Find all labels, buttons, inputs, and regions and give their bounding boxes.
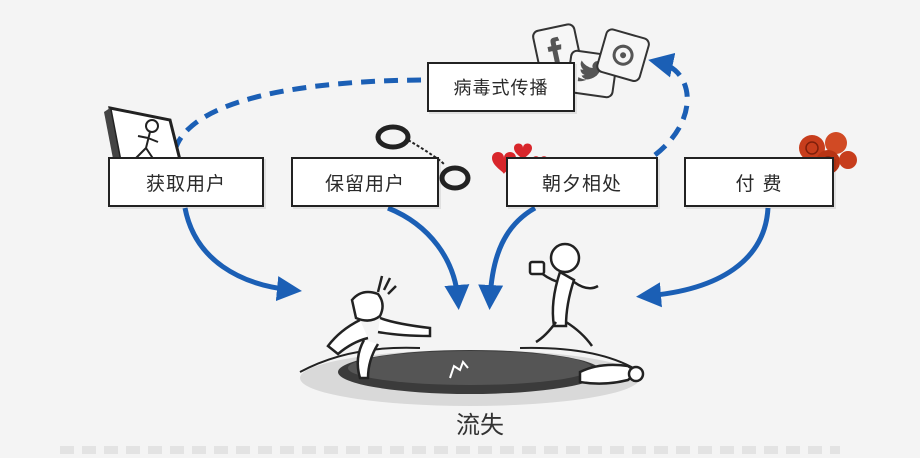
stage-retain-box: 保留用户 — [291, 157, 439, 207]
stage-engage-label: 朝夕相处 — [541, 172, 622, 195]
bottom-strip — [60, 446, 840, 454]
stage-viral-label: 病毒式传播 — [453, 78, 549, 99]
churn-label: 流失 — [456, 411, 504, 439]
pit-icon — [299, 346, 641, 406]
facebook-icon — [532, 23, 582, 73]
handcuffs-icon — [375, 124, 471, 191]
pay-churn-arrow — [636, 207, 771, 308]
walking-figure-icon — [528, 242, 599, 347]
stage-acquire-label: 获取用户 — [145, 172, 226, 195]
stage-viral-box: 病毒式传播 — [427, 62, 575, 112]
stage-pay-label: 付 费 — [735, 172, 783, 195]
stage-retain-label: 保留用户 — [324, 172, 405, 195]
stage-engage-box: 朝夕相处 — [506, 157, 658, 207]
engage-churn-arrow — [478, 205, 537, 310]
retain-churn-arrow — [387, 205, 470, 310]
viral-dashed-arrow — [172, 77, 431, 151]
stage-pay-box: 付 费 — [684, 157, 834, 207]
stage-acquire-box: 获取用户 — [108, 157, 264, 207]
acquire-churn-arrow — [182, 207, 302, 302]
figure-icon — [326, 275, 432, 380]
social-badge-icon — [596, 28, 650, 83]
running-person-icon — [104, 106, 184, 170]
lying-figure-icon — [578, 363, 645, 385]
viral-return-arrow — [648, 52, 690, 157]
